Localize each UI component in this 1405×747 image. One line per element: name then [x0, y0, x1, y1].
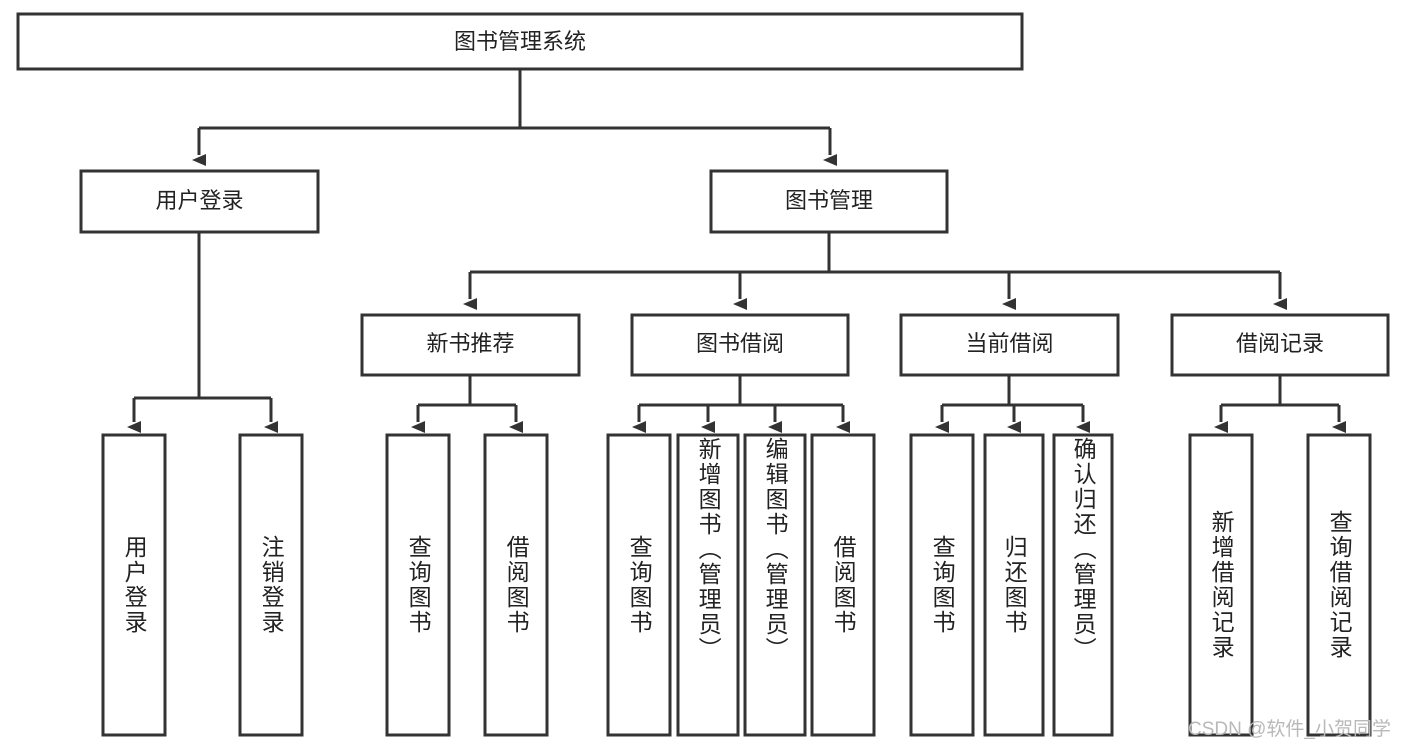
node-book-management-label: 图书管理	[785, 188, 873, 213]
node-user-login-label: 用户登录	[155, 188, 243, 213]
node-new-book-recommend[interactable]: 新书推荐	[360, 313, 581, 377]
connector-new-book-recommend-to-leaves	[411, 375, 523, 433]
leaf-box-query-record[interactable]	[1306, 433, 1372, 737]
leaf-box-confirm-return[interactable]	[1052, 433, 1114, 737]
leaf-box-logout[interactable]	[238, 433, 304, 737]
leaf-box-query-book-2[interactable]	[606, 433, 672, 737]
node-book-management[interactable]: 图书管理	[709, 169, 949, 234]
node-book-management-box[interactable]	[709, 169, 949, 234]
node-root-label: 图书管理系统	[454, 29, 586, 54]
leaf-box-borrow-book-1[interactable]	[483, 433, 549, 737]
leaf-box-query-book-3[interactable]	[909, 433, 975, 737]
node-current-borrow-label: 当前借阅	[965, 331, 1053, 356]
leaf-box-query-book-1[interactable]	[385, 433, 451, 737]
connector-book-borrow-to-leaves	[632, 375, 850, 433]
node-new-book-recommend-label: 新书推荐	[426, 331, 514, 356]
node-book-borrow-label: 图书借阅	[696, 331, 784, 356]
connector-user-login-to-leaves	[127, 232, 278, 433]
node-borrow-record-box[interactable]	[1170, 313, 1390, 377]
node-borrow-record[interactable]: 借阅记录	[1170, 313, 1390, 377]
leaf-box-user-login[interactable]	[101, 433, 167, 737]
node-new-book-recommend-box[interactable]	[360, 313, 581, 377]
connector-root-to-level2	[192, 69, 837, 166]
csdn-watermark: CSDN @软件_小贺同学	[1188, 719, 1391, 740]
connector-borrow-record-to-leaves	[1214, 375, 1346, 433]
leaf-box-add-record[interactable]	[1188, 433, 1254, 737]
node-borrow-record-label: 借阅记录	[1236, 331, 1324, 356]
leaf-boxes	[101, 433, 1372, 737]
node-root[interactable]: 图书管理系统	[16, 12, 1024, 71]
leaf-box-borrow-book-2[interactable]	[810, 433, 876, 737]
leaf-box-return-book[interactable]	[983, 433, 1045, 737]
leaf-box-edit-book[interactable]	[743, 433, 807, 737]
node-current-borrow[interactable]: 当前借阅	[899, 313, 1120, 377]
node-root-box[interactable]	[16, 12, 1024, 71]
leaf-box-add-book[interactable]	[676, 433, 740, 737]
node-current-borrow-box[interactable]	[899, 313, 1120, 377]
connector-current-borrow-to-leaves	[935, 375, 1090, 433]
node-user-login[interactable]: 用户登录	[79, 169, 320, 234]
node-book-borrow[interactable]: 图书借阅	[630, 313, 850, 377]
node-book-borrow-box[interactable]	[630, 313, 850, 377]
connector-book-management-to-level3	[463, 232, 1287, 310]
